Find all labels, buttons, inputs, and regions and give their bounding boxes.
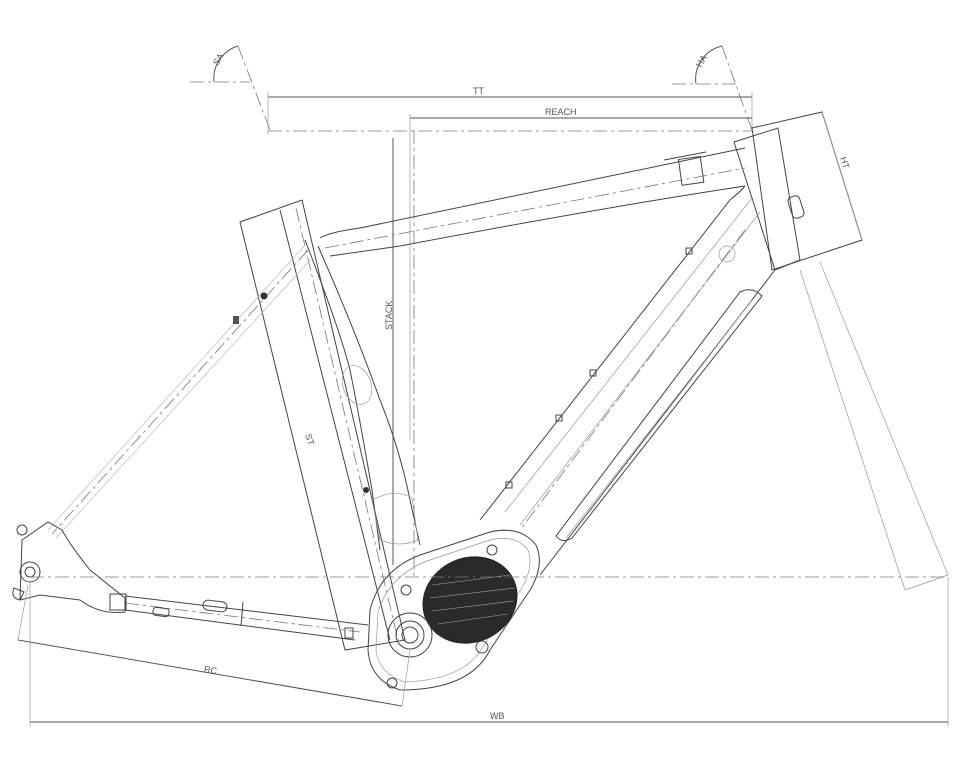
wheelbase-dimension: WB (29, 577, 949, 726)
head-tube: HT (733, 111, 949, 591)
reach-dimension: REACH (268, 107, 752, 440)
dim-label-ht: HT (838, 156, 851, 171)
chain-stay (124, 595, 369, 641)
dim-label-rc: RC (203, 664, 218, 676)
rear-dropout (12, 521, 127, 613)
dim-label-st: ST (303, 433, 316, 448)
chainstay-dimension: RC (17, 584, 411, 707)
seat-angle-marker: SA (190, 45, 271, 131)
seat-tube: ST (239, 199, 406, 651)
top-tube-dimension: TT (267, 86, 753, 135)
dim-label-sa: SA (211, 52, 226, 67)
dim-label-wb: WB (490, 711, 505, 721)
dim-label-stack: STACK (384, 301, 394, 330)
seat-stay (47, 244, 313, 539)
dim-label-tt: TT (473, 86, 484, 96)
top-tube (319, 147, 746, 257)
down-tube (479, 185, 776, 576)
head-angle-marker: HA (672, 45, 753, 131)
dim-label-reach: REACH (545, 107, 577, 117)
dim-label-ha: HA (694, 53, 709, 69)
motor-hatching (429, 574, 516, 625)
frame-seat-tube (304, 239, 421, 551)
stack-dimension: STACK (384, 130, 415, 580)
motor-unit (367, 529, 540, 691)
